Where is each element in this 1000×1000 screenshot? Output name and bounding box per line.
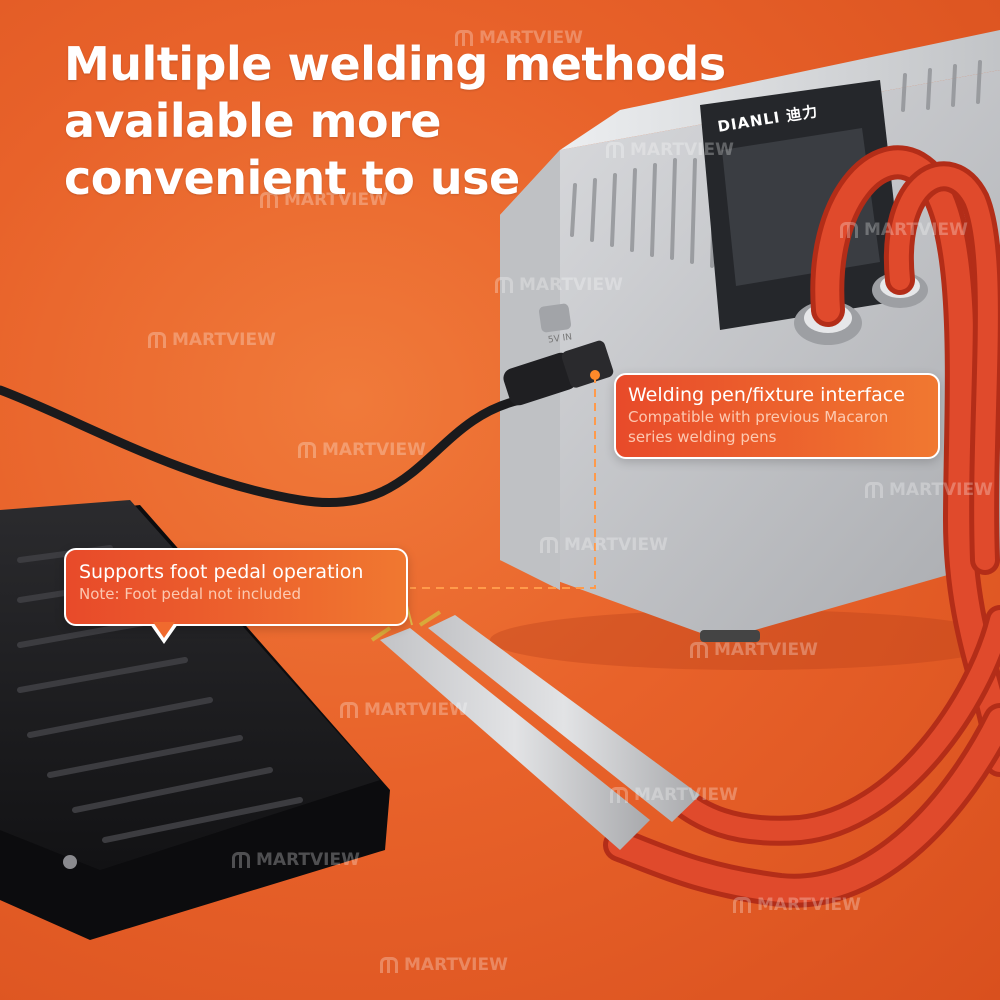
welding-pens — [370, 597, 700, 850]
watermark-logo-icon — [865, 482, 883, 498]
watermark: MARTVIEW — [606, 140, 734, 160]
watermark-logo-icon — [340, 702, 358, 718]
watermark: MARTVIEW — [610, 785, 738, 805]
watermark-logo-icon — [690, 642, 708, 658]
headline-line-3: convenient to use — [64, 151, 520, 205]
interface-marker — [590, 370, 600, 380]
watermark: MARTVIEW — [495, 275, 623, 295]
pedal-callout: Supports foot pedal operation Note: Foot… — [64, 548, 408, 626]
watermark: MARTVIEW — [540, 535, 668, 555]
watermark: MARTVIEW — [840, 220, 968, 240]
watermark: MARTVIEW — [690, 640, 818, 660]
watermark-logo-icon — [610, 787, 628, 803]
interface-callout-note: Compatible with previous Macaron series … — [628, 408, 889, 446]
pedal-callout-note: Note: Foot pedal not included — [79, 585, 302, 603]
pedal-cable — [0, 385, 525, 507]
headline-line-2: available more — [64, 94, 441, 148]
pedal-callout-pointer — [150, 622, 178, 644]
watermark-logo-icon — [232, 852, 250, 868]
watermark-logo-icon — [495, 277, 513, 293]
headline-line-1: Multiple welding methods — [64, 37, 726, 91]
headline: Multiple welding methods available more … — [64, 36, 726, 207]
dc-plug — [503, 340, 614, 406]
watermark: MARTVIEW — [865, 480, 993, 500]
watermark: MARTVIEW — [232, 850, 360, 870]
watermark-logo-icon — [540, 537, 558, 553]
watermark-logo-icon — [733, 897, 751, 913]
watermark-logo-icon — [606, 142, 624, 158]
watermark-logo-icon — [148, 332, 166, 348]
watermark-logo-icon — [298, 442, 316, 458]
watermark: MARTVIEW — [260, 190, 388, 210]
watermark: MARTVIEW — [455, 28, 583, 48]
watermark: MARTVIEW — [148, 330, 276, 350]
watermark-logo-icon — [840, 222, 858, 238]
watermark: MARTVIEW — [340, 700, 468, 720]
watermark-logo-icon — [260, 192, 278, 208]
watermark-logo-icon — [455, 30, 473, 46]
guide-line — [410, 375, 596, 589]
pedal-callout-title: Supports foot pedal operation — [79, 561, 364, 583]
watermark: MARTVIEW — [298, 440, 426, 460]
interface-callout-title: Welding pen/fixture interface — [628, 384, 905, 406]
watermark: MARTVIEW — [733, 895, 861, 915]
watermark: MARTVIEW — [380, 955, 508, 975]
watermark-logo-icon — [380, 957, 398, 973]
welding-cables — [603, 145, 1000, 908]
interface-callout: Welding pen/fixture interface Compatible… — [614, 373, 940, 459]
